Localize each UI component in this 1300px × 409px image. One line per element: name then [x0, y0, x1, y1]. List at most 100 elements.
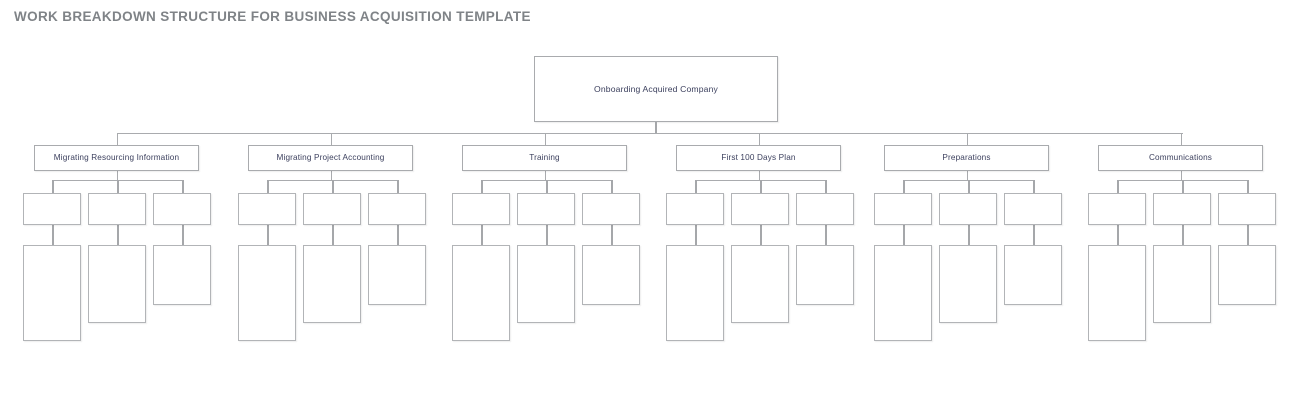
connector-grandchild-drop-2-1 — [546, 225, 548, 245]
connector-branch-stem-1 — [331, 171, 332, 180]
node-migrating-resourcing-information-child-3[interactable] — [153, 193, 211, 225]
connector-branch-drop-1 — [331, 133, 332, 145]
node-migrating-project-accounting-child-3[interactable] — [368, 193, 426, 225]
connector-child-drop-2-1 — [546, 180, 548, 193]
connector-child-drop-0-1 — [117, 180, 119, 193]
node-communications[interactable]: Communications — [1098, 145, 1263, 171]
connector-grandchild-drop-5-0 — [1117, 225, 1119, 245]
node-migrating-project-accounting-child-2[interactable] — [303, 193, 361, 225]
node-communications-child-2-task[interactable] — [1153, 245, 1211, 323]
node-migrating-project-accounting-child-1-task[interactable] — [238, 245, 296, 341]
node-preparations-child-3-task[interactable] — [1004, 245, 1062, 305]
node-training[interactable]: Training — [462, 145, 627, 171]
connector-child-drop-3-1 — [760, 180, 762, 193]
connector-grandchild-drop-2-2 — [611, 225, 613, 245]
node-preparations[interactable]: Preparations — [884, 145, 1049, 171]
node-label-training: Training — [529, 152, 560, 162]
connector-child-drop-4-2 — [1033, 180, 1035, 193]
node-communications-child-2[interactable] — [1153, 193, 1211, 225]
node-communications-child-3-task[interactable] — [1218, 245, 1276, 305]
node-training-child-1-task[interactable] — [452, 245, 510, 341]
connector-child-drop-0-2 — [182, 180, 184, 193]
connector-child-drop-1-2 — [397, 180, 399, 193]
connector-child-drop-1-1 — [332, 180, 334, 193]
node-migrating-project-accounting-child-3-task[interactable] — [368, 245, 426, 305]
connector-child-drop-5-2 — [1247, 180, 1249, 193]
connector-child-drop-1-0 — [267, 180, 269, 193]
node-preparations-child-1-task[interactable] — [874, 245, 932, 341]
connector-grandchild-drop-1-1 — [332, 225, 334, 245]
connector-grandchild-drop-3-1 — [760, 225, 762, 245]
connector-branch-stem-2 — [545, 171, 546, 180]
node-label-communications: Communications — [1148, 152, 1213, 162]
connector-child-drop-3-2 — [825, 180, 827, 193]
connector-child-drop-5-0 — [1117, 180, 1119, 193]
connector-grandchild-drop-2-0 — [481, 225, 483, 245]
node-training-child-2[interactable] — [517, 193, 575, 225]
node-migrating-project-accounting-child-1[interactable] — [238, 193, 296, 225]
node-first-100-days-plan-child-3-task[interactable] — [796, 245, 854, 305]
connector-grandchild-drop-4-2 — [1033, 225, 1035, 245]
node-first-100-days-plan-child-1[interactable] — [666, 193, 724, 225]
connector-grandchild-drop-5-1 — [1182, 225, 1184, 245]
connector-grandchild-drop-3-2 — [825, 225, 827, 245]
connector-child-drop-2-2 — [611, 180, 613, 193]
node-preparations-child-1[interactable] — [874, 193, 932, 225]
connector-root-stem — [655, 122, 657, 133]
node-migrating-project-accounting-child-2-task[interactable] — [303, 245, 361, 323]
node-label-migrating-resourcing-information: Migrating Resourcing Information — [53, 152, 180, 162]
node-first-100-days-plan-child-2-task[interactable] — [731, 245, 789, 323]
connector-grandchild-drop-4-0 — [903, 225, 905, 245]
connector-grandchild-drop-1-0 — [267, 225, 269, 245]
connector-branch-drop-0 — [117, 133, 118, 145]
node-label-preparations: Preparations — [942, 152, 991, 162]
node-preparations-child-3[interactable] — [1004, 193, 1062, 225]
node-first-100-days-plan[interactable]: First 100 Days Plan — [676, 145, 841, 171]
node-first-100-days-plan-child-2[interactable] — [731, 193, 789, 225]
node-onboarding-acquired-company[interactable]: Onboarding Acquired Company — [534, 56, 778, 122]
connector-grandchild-drop-3-0 — [695, 225, 697, 245]
root-node-label: Onboarding Acquired Company — [594, 83, 718, 94]
node-migrating-resourcing-information-child-2-task[interactable] — [88, 245, 146, 323]
connector-main-bus — [117, 133, 1183, 134]
connector-child-drop-0-0 — [52, 180, 54, 193]
node-first-100-days-plan-child-3[interactable] — [796, 193, 854, 225]
connector-child-drop-4-1 — [968, 180, 970, 193]
connector-child-drop-5-1 — [1182, 180, 1184, 193]
node-communications-child-3[interactable] — [1218, 193, 1276, 225]
connector-grandchild-drop-5-2 — [1247, 225, 1249, 245]
connector-child-drop-4-0 — [903, 180, 905, 193]
connector-child-drop-3-0 — [695, 180, 697, 193]
connector-branch-stem-4 — [967, 171, 968, 180]
node-migrating-resourcing-information-child-1[interactable] — [23, 193, 81, 225]
node-training-child-3-task[interactable] — [582, 245, 640, 305]
connector-child-drop-2-0 — [481, 180, 483, 193]
node-migrating-resourcing-information-child-2[interactable] — [88, 193, 146, 225]
node-migrating-project-accounting[interactable]: Migrating Project Accounting — [248, 145, 413, 171]
connector-branch-drop-5 — [1181, 133, 1182, 145]
node-communications-child-1-task[interactable] — [1088, 245, 1146, 341]
node-preparations-child-2-task[interactable] — [939, 245, 997, 323]
connector-branch-stem-5 — [1181, 171, 1182, 180]
node-label-migrating-project-accounting: Migrating Project Accounting — [276, 152, 385, 162]
connector-grandchild-drop-1-2 — [397, 225, 399, 245]
connector-grandchild-drop-0-0 — [52, 225, 54, 245]
connector-branch-drop-4 — [967, 133, 968, 145]
connector-branch-drop-2 — [545, 133, 546, 145]
connector-branch-stem-0 — [117, 171, 118, 180]
node-migrating-resourcing-information-child-3-task[interactable] — [153, 245, 211, 305]
connector-grandchild-drop-0-1 — [117, 225, 119, 245]
node-training-child-3[interactable] — [582, 193, 640, 225]
page-title: WORK BREAKDOWN STRUCTURE FOR BUSINESS AC… — [14, 9, 531, 24]
connector-branch-drop-3 — [759, 133, 760, 145]
node-training-child-2-task[interactable] — [517, 245, 575, 323]
connector-branch-stem-3 — [759, 171, 760, 180]
node-communications-child-1[interactable] — [1088, 193, 1146, 225]
node-migrating-resourcing-information-child-1-task[interactable] — [23, 245, 81, 341]
node-preparations-child-2[interactable] — [939, 193, 997, 225]
node-first-100-days-plan-child-1-task[interactable] — [666, 245, 724, 341]
node-migrating-resourcing-information[interactable]: Migrating Resourcing Information — [34, 145, 199, 171]
node-training-child-1[interactable] — [452, 193, 510, 225]
connector-grandchild-drop-0-2 — [182, 225, 184, 245]
